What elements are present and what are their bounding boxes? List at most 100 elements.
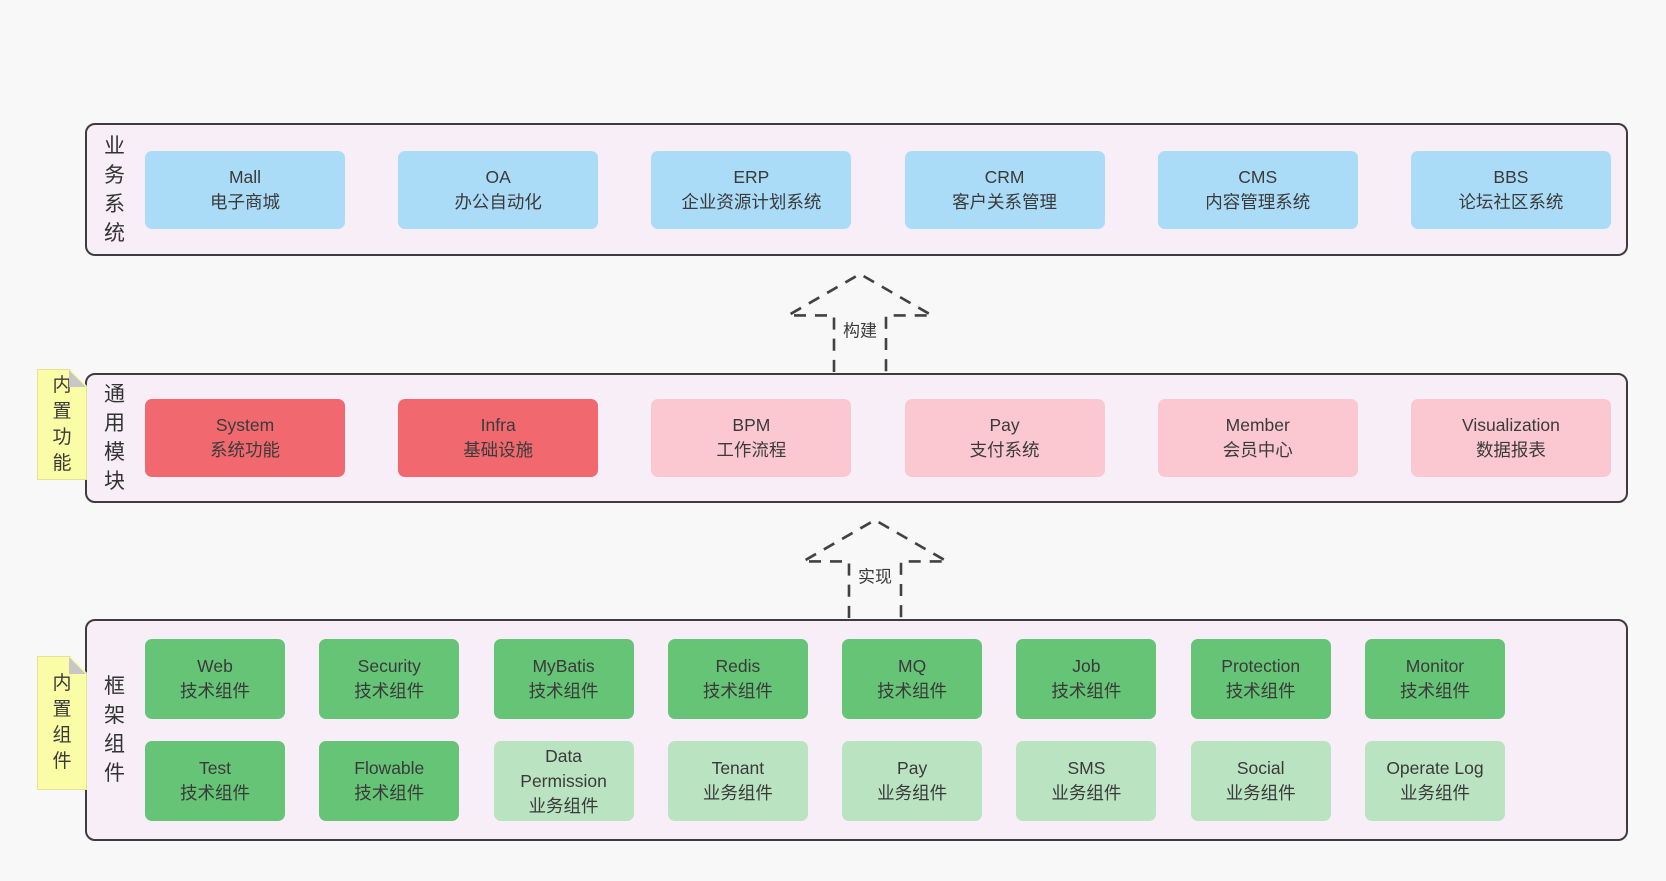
box-subtitle: 数据报表	[1475, 440, 1546, 460]
box-title: MyBatis	[532, 656, 595, 676]
box-title: BPM	[732, 415, 771, 435]
section-label-modules: 通用模块	[104, 383, 125, 493]
box-subtitle: 内容管理系统	[1205, 191, 1311, 212]
box-mq: MQ 技术组件	[842, 639, 983, 719]
box-subtitle: 办公自动化	[454, 191, 542, 212]
box-subtitle: 技术组件	[702, 681, 773, 701]
box-subtitle: 业务组件	[877, 783, 948, 803]
framework-row-1: Web 技术组件 Security 技术组件 MyBatis 技术组件 Redi…	[145, 639, 1505, 719]
box-subtitle: 业务组件	[528, 795, 599, 816]
box-subtitle: 技术组件	[1051, 681, 1122, 701]
section-business-systems: 业务系统 Mall 电子商城 OA 办公自动化 ERP 企业资源计划系统 CRM…	[85, 123, 1628, 256]
box-sms: SMS 业务组件	[1016, 741, 1157, 821]
box-bpm: BPM 工作流程	[651, 399, 852, 477]
box-title: Job	[1072, 656, 1101, 676]
box-security: Security 技术组件	[319, 639, 460, 719]
box-system: System 系统功能	[145, 399, 345, 477]
section-label-framework: 框架组件	[104, 675, 125, 785]
sticky-note-built-in-features: 内置功能	[37, 369, 87, 480]
box-subtitle: 基础设施	[463, 440, 534, 460]
box-title: Operate Log	[1386, 758, 1484, 778]
box-subtitle: 电子商城	[210, 191, 280, 212]
box-subtitle: 技术组件	[354, 681, 425, 701]
box-monitor: Monitor 技术组件	[1364, 639, 1505, 719]
box-title: Data Permission	[520, 745, 607, 791]
box-title: CMS	[1238, 166, 1278, 187]
box-subtitle: 客户关系管理	[952, 191, 1058, 212]
sticky-note-built-in-components: 内置组件	[37, 656, 87, 790]
section-label-business: 业务系统	[104, 134, 125, 245]
box-cms: CMS 内容管理系统	[1157, 150, 1358, 229]
box-mall: Mall 电子商城	[145, 150, 345, 229]
box-oa: OA 办公自动化	[398, 150, 599, 229]
box-subtitle: 论坛社区系统	[1458, 191, 1564, 212]
box-subtitle: 企业资源计划系统	[681, 191, 822, 212]
box-title: Infra	[480, 415, 516, 435]
box-pay-component: Pay 业务组件	[842, 741, 983, 821]
box-subtitle: 技术组件	[1225, 681, 1296, 701]
arrow-build-label: 构建	[839, 314, 881, 344]
framework-boxes-grid: Web 技术组件 Security 技术组件 MyBatis 技术组件 Redi…	[145, 639, 1505, 821]
box-infra: Infra 基础设施	[398, 399, 599, 477]
box-social: Social 业务组件	[1190, 741, 1331, 821]
arrow-build: 构建	[785, 272, 935, 373]
modules-boxes-row: System 系统功能 Infra 基础设施 BPM 工作流程 Pay 支付系统…	[145, 399, 1611, 477]
framework-row-2: Test 技术组件 Flowable 技术组件 Data Permission …	[145, 741, 1505, 821]
box-subtitle: 业务组件	[1399, 783, 1470, 803]
box-title: Member	[1225, 415, 1290, 435]
box-mybatis: MyBatis 技术组件	[493, 639, 634, 719]
box-title: Protection	[1221, 656, 1301, 676]
business-boxes-row: Mall 电子商城 OA 办公自动化 ERP 企业资源计划系统 CRM 客户关系…	[145, 150, 1611, 229]
box-title: MQ	[898, 656, 927, 676]
box-title: Flowable	[354, 758, 425, 778]
box-subtitle: 业务组件	[702, 783, 773, 803]
box-subtitle: 支付系统	[969, 440, 1040, 460]
box-bbs: BBS 论坛社区系统	[1410, 150, 1611, 229]
box-title: Monitor	[1405, 656, 1465, 676]
note-text: 内置组件	[52, 673, 72, 772]
box-title: OA	[485, 166, 511, 187]
section-common-modules: 通用模块 System 系统功能 Infra 基础设施 BPM 工作流程 Pay…	[85, 373, 1628, 503]
box-title: BBS	[1493, 166, 1529, 187]
box-subtitle: 技术组件	[180, 681, 250, 701]
box-subtitle: 系统功能	[210, 440, 280, 460]
box-title: Redis	[715, 656, 761, 676]
box-pay-module: Pay 支付系统	[904, 399, 1105, 477]
arrow-implement-label: 实现	[854, 560, 896, 590]
note-text: 内置功能	[52, 374, 72, 474]
box-protection: Protection 技术组件	[1190, 639, 1331, 719]
box-test: Test 技术组件	[145, 741, 285, 821]
box-title: SMS	[1067, 758, 1106, 778]
box-erp: ERP 企业资源计划系统	[651, 150, 852, 229]
box-subtitle: 技术组件	[1399, 681, 1470, 701]
box-member: Member 会员中心	[1157, 399, 1358, 477]
box-title: Pay	[989, 415, 1020, 435]
box-title: Social	[1236, 758, 1285, 778]
box-job: Job 技术组件	[1016, 639, 1157, 719]
box-title: Security	[357, 656, 421, 676]
box-operate-log: Operate Log 业务组件	[1364, 741, 1505, 821]
box-title: ERP	[733, 166, 770, 187]
box-title: CRM	[984, 166, 1025, 187]
box-title: Test	[198, 758, 232, 778]
box-visualization: Visualization 数据报表	[1410, 399, 1611, 477]
box-subtitle: 业务组件	[1051, 783, 1122, 803]
box-title: System	[215, 415, 275, 435]
arrow-implement: 实现	[800, 518, 950, 619]
box-title: Mall	[228, 166, 262, 187]
box-tenant: Tenant 业务组件	[667, 741, 808, 821]
box-title: Web	[197, 656, 233, 676]
box-crm: CRM 客户关系管理	[904, 150, 1105, 229]
note-fold-icon	[69, 657, 86, 674]
box-subtitle: 技术组件	[354, 783, 425, 803]
box-subtitle: 会员中心	[1222, 440, 1293, 460]
box-subtitle: 工作流程	[716, 440, 787, 460]
box-subtitle: 技术组件	[528, 681, 599, 701]
box-redis: Redis 技术组件	[667, 639, 808, 719]
box-subtitle: 技术组件	[877, 681, 948, 701]
box-data-permission: Data Permission 业务组件	[493, 741, 634, 821]
section-framework-components: 框架组件 Web 技术组件 Security 技术组件 MyBatis 技术组件…	[85, 619, 1628, 841]
box-title: Visualization	[1461, 415, 1560, 435]
box-title: Tenant	[711, 758, 765, 778]
